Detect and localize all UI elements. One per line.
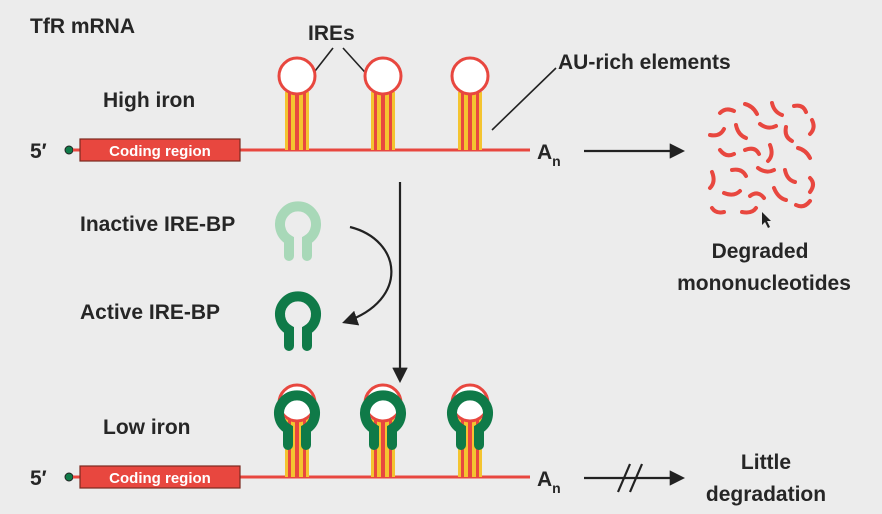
inactive-irebp-label: Inactive IRE-BP (80, 213, 235, 236)
fragment (718, 107, 736, 115)
au-rich-pointer-line (491, 67, 557, 131)
poly-a-letter: A (537, 468, 552, 491)
ire-stem-loop (363, 56, 403, 152)
five-prime-cap (64, 145, 74, 155)
five-prime-label: 5′ (30, 467, 47, 490)
ire-stem-loop (277, 56, 317, 152)
fragment (792, 103, 808, 114)
fragment (772, 186, 788, 202)
fragment (796, 146, 812, 160)
inactive-irebp-shape (280, 206, 316, 256)
coding-region-box (79, 138, 241, 162)
coding-region-label: Coding region (109, 143, 211, 160)
coding-region-label: Coding region (109, 470, 211, 487)
poly-a-subscript: n (552, 153, 561, 169)
fragment (743, 146, 761, 156)
fragment (722, 189, 742, 197)
mouse-cursor-icon (762, 212, 771, 228)
fragment (794, 199, 812, 209)
degraded-label-line1: Degraded (712, 240, 809, 263)
fragment (708, 170, 716, 190)
block-slash (616, 463, 632, 493)
ires-label: IREs (308, 22, 355, 45)
high-iron-mrna: 5′ Coding region An (30, 56, 561, 169)
poly-a-letter: A (537, 141, 552, 164)
au-rich-label: AU-rich elements (558, 51, 731, 74)
active-irebp-shape (280, 296, 316, 346)
low-iron-mrna: 5′ Coding region An (30, 383, 561, 496)
fragment (730, 167, 748, 178)
poly-a-subscript: n (552, 480, 561, 496)
poly-a-tail: An (537, 468, 561, 496)
block-slash (628, 463, 644, 493)
low-iron-label: Low iron (103, 416, 191, 439)
fragment (710, 206, 726, 215)
fragment (734, 123, 748, 140)
activation-curved-arrow (342, 225, 393, 326)
fragment (808, 118, 816, 136)
fragment (758, 122, 778, 130)
degraded-fragments (708, 101, 816, 215)
fragment (808, 176, 815, 194)
fragment (708, 127, 726, 138)
fragment (770, 101, 784, 117)
degraded-label-line2: mononucleotides (677, 272, 851, 295)
fragment (783, 168, 797, 184)
fragment (783, 125, 794, 143)
ire-stem-loop (450, 56, 490, 152)
fragment (743, 102, 759, 116)
active-irebp-label: Active IRE-BP (80, 301, 220, 324)
coding-region-box (79, 465, 241, 489)
fragment (740, 206, 758, 215)
little-label-line1: Little (741, 451, 791, 474)
high-iron-label: High iron (103, 89, 195, 112)
five-prime-label: 5′ (30, 140, 47, 163)
fragment (718, 148, 736, 158)
fragment (748, 191, 766, 200)
fragment (756, 166, 776, 174)
little-label-line2: degradation (706, 483, 826, 506)
five-prime-cap (64, 472, 74, 482)
title: TfR mRNA (30, 15, 135, 38)
fragment (766, 143, 774, 163)
poly-a-tail: An (537, 141, 561, 169)
